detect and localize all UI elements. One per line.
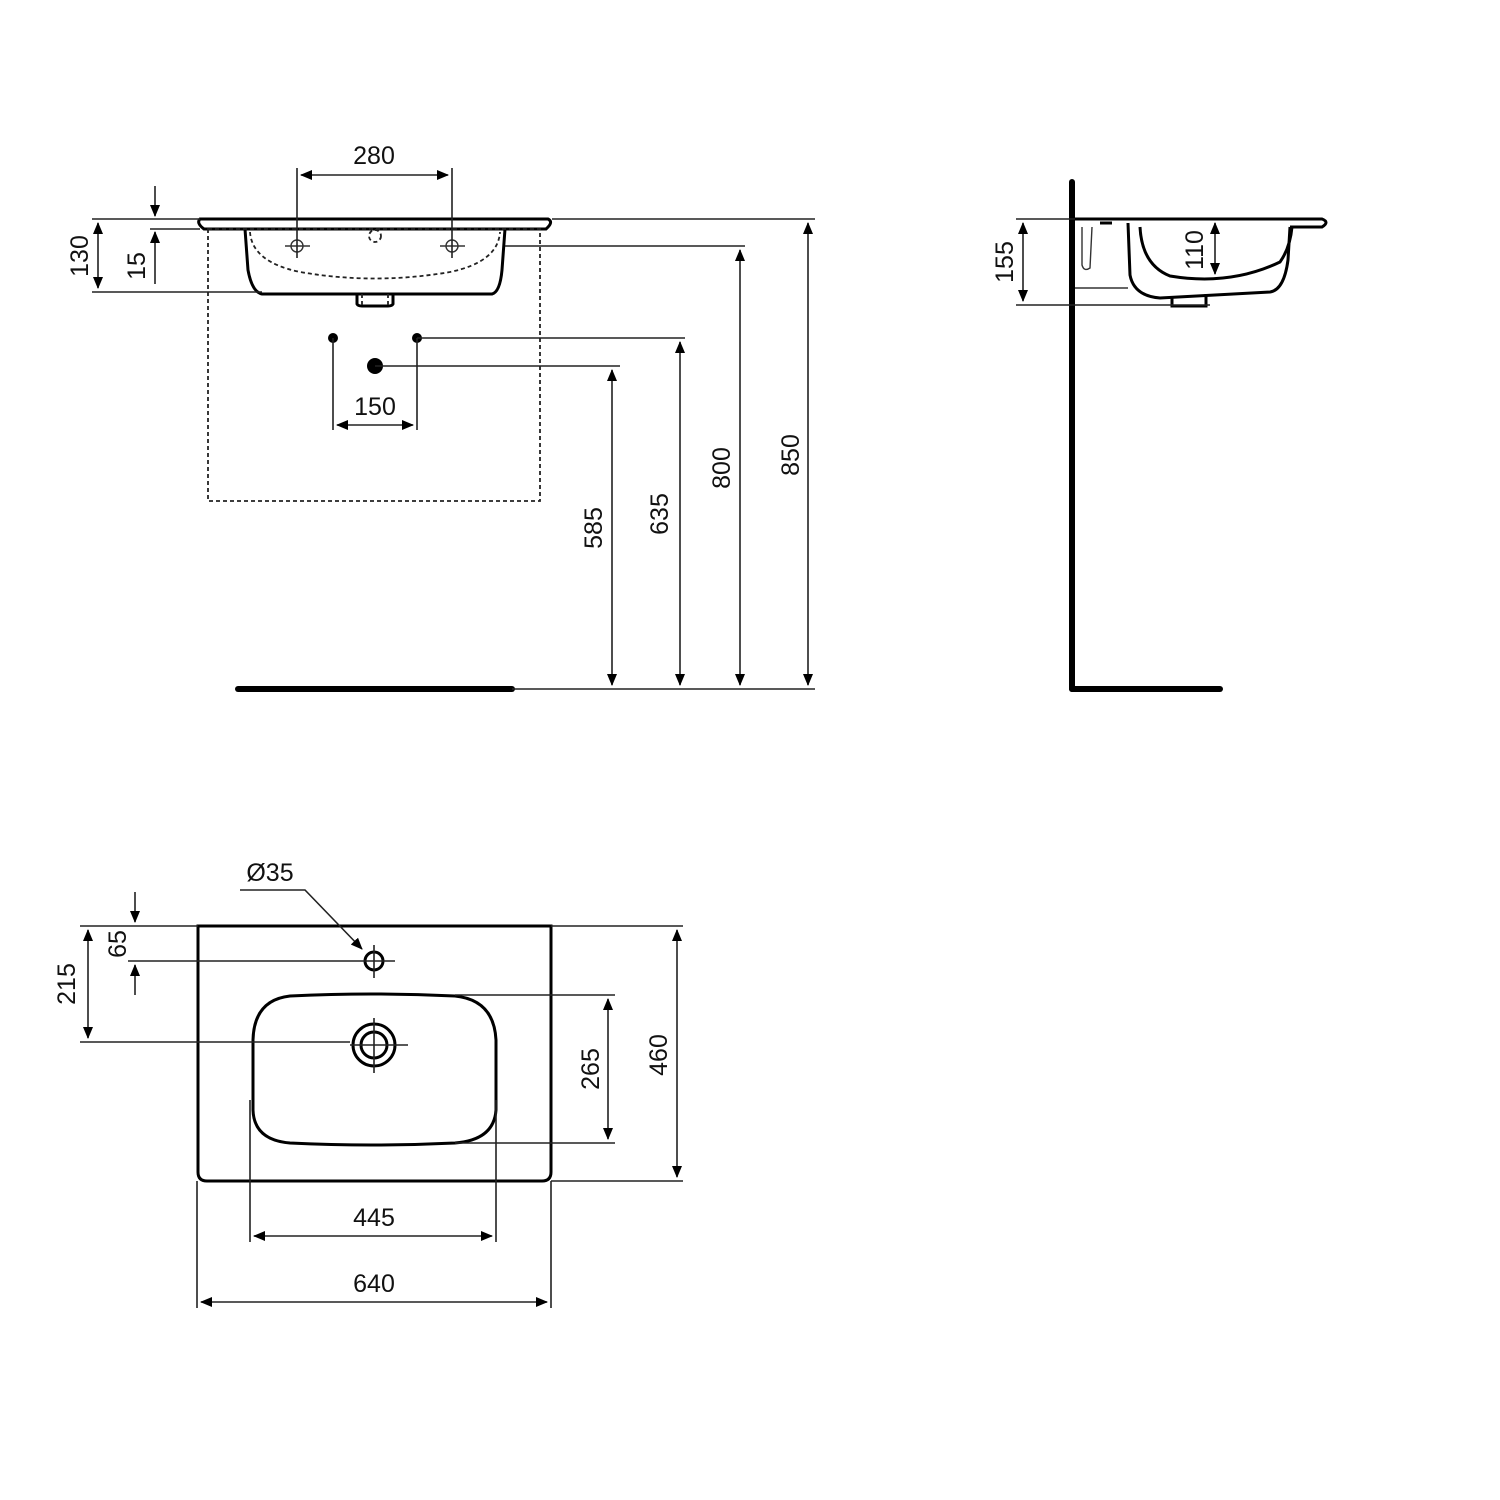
dim-bowl-width: 445	[353, 1204, 395, 1232]
dim-basin-height: 130	[66, 235, 94, 277]
side-view: 155 110	[991, 179, 1328, 692]
dim-overall-width: 640	[353, 1270, 395, 1298]
dim-tap-spacing: 280	[353, 142, 395, 170]
basin-bowl	[243, 228, 507, 296]
waste-outlet	[355, 294, 395, 308]
dim-waste-from-back: 215	[53, 963, 81, 1005]
top-view: Ø35 65 215 265 460 445 640	[53, 859, 683, 1308]
cabinet-outline	[207, 228, 541, 502]
dim-supply-height: 635	[646, 493, 674, 535]
dim-connection-spacing: 150	[354, 393, 396, 421]
waste-icon	[350, 1018, 408, 1073]
dim-rim-thickness: 15	[123, 252, 151, 280]
dim-tap-hole-diameter: Ø35	[246, 859, 293, 887]
dim-rim-height: 850	[777, 434, 805, 476]
dim-waste-height: 585	[580, 507, 608, 549]
tap-hole-icon	[358, 945, 395, 978]
dim-bowl-top-height: 800	[708, 447, 736, 489]
dim-side-height: 155	[991, 241, 1019, 283]
dim-overall-depth: 460	[645, 1034, 673, 1076]
dim-side-bowl-depth: 110	[1181, 230, 1209, 270]
basin-top-outline	[196, 924, 553, 1183]
dim-bowl-depth: 265	[577, 1048, 605, 1090]
basin-rim	[197, 217, 553, 231]
dim-tap-from-back: 65	[104, 930, 132, 958]
front-view: 280 130 15 150 585 635 800	[66, 142, 815, 692]
